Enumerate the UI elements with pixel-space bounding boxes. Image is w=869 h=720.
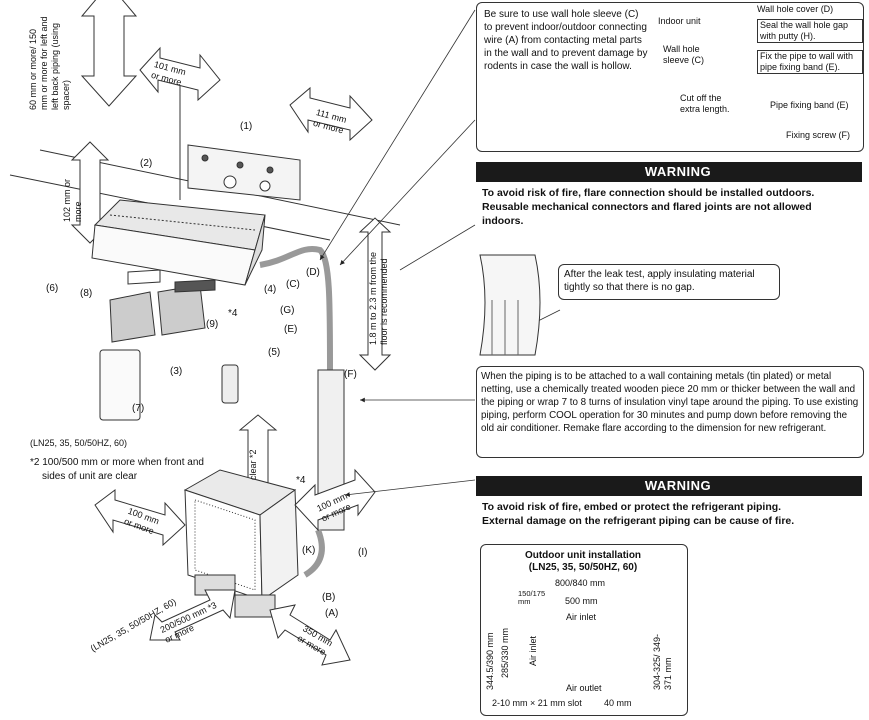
dim-arrow-60 — [80, 0, 138, 107]
right-dim: 304-325/ 349-371 mm — [652, 633, 673, 690]
part-label-9: (9) — [206, 319, 219, 330]
warning-1-line-1: To avoid risk of fire, flare connection … — [482, 187, 815, 199]
part-label-5: (5) — [268, 347, 281, 358]
seal-putty-label: Seal the wall hole gap with putty (H). — [757, 19, 863, 43]
part-9 — [174, 279, 216, 293]
air-outlet-label: Air outlet — [566, 683, 602, 693]
air-inlet-label: Air inlet — [566, 612, 597, 622]
dim-arrow-height — [358, 217, 392, 371]
left-dim-outer: 344.5/390 mm — [485, 632, 495, 690]
model-note: (LN25, 35, 50/50HZ, 60) — [30, 438, 128, 448]
dim-arrow-101 — [139, 46, 221, 102]
star2-note-line-1: *2 100/500 mm or more when front and — [30, 457, 204, 468]
dim-arrow-350 — [269, 604, 351, 666]
mounting-plate — [187, 144, 301, 201]
outdoor-install-model: (LN25, 35, 50/50HZ, 60) — [528, 562, 638, 573]
outdoor-install-box — [480, 544, 688, 716]
part-label-C: (C) — [286, 279, 300, 290]
part-label-D: (D) — [306, 267, 320, 278]
part-label-A: (A) — [325, 608, 339, 619]
warning-2-line-2: External damage on the refrigerant pipin… — [482, 515, 795, 527]
part-8 — [127, 269, 161, 285]
dim-arrow-200 — [149, 589, 236, 641]
fixing-screw-label: Fixing screw (F) — [786, 130, 851, 140]
outdoor-install-title: Outdoor unit installation — [524, 550, 642, 561]
slot-width-dim: 40 mm — [604, 698, 632, 708]
leak-test-box — [558, 264, 780, 300]
part-label-1: (1) — [240, 121, 253, 132]
dim-arrow-clear — [238, 414, 278, 491]
cut-off-label: Cut off the extra length. — [680, 93, 730, 114]
part-label-8: (8) — [80, 288, 93, 299]
air-inlet-side-label: Air inlet — [528, 635, 538, 666]
indoor-unit — [91, 199, 266, 286]
callout-lines — [319, 9, 561, 497]
slot-label: 2-10 mm × 21 mm slot — [492, 698, 582, 708]
sleeve-note: Be sure to use wall hole sleeve (C) to p… — [484, 9, 648, 72]
part-label-B: (B) — [322, 592, 336, 603]
filters — [109, 284, 206, 343]
warning-1-line-2: Reusable mechanical connectors and flare… — [482, 201, 812, 213]
warning-2-line-1: To avoid risk of fire, embed or protect … — [482, 501, 782, 513]
part-label-6: (6) — [46, 283, 59, 294]
wall-hole-sleeve-label: Wall hole sleeve (C) — [663, 44, 705, 65]
warning-1-title: WARNING — [644, 164, 712, 179]
part-label-4: (4) — [264, 284, 277, 295]
part-label-G: (G) — [280, 305, 295, 316]
part-label-E: (E) — [284, 324, 298, 335]
fix-pipe-label: Fix the pipe to wall with pipe fixing ba… — [757, 50, 863, 74]
indoor-unit-label: Indoor unit — [658, 16, 701, 26]
wall-hole-cover-label: Wall hole cover (D) — [757, 4, 834, 14]
part-label-F: (F) — [344, 369, 357, 380]
part-label-3: (3) — [170, 366, 183, 377]
dim-arrow-111 — [289, 86, 373, 142]
part-label-I: (I) — [358, 547, 368, 558]
warning-1-line-3: indoors. — [482, 215, 524, 227]
warning-1-body: To avoid risk of fire, flare connection … — [482, 186, 862, 228]
warning-2-header: WARNING — [476, 476, 862, 496]
part-label-2: (2) — [140, 158, 153, 169]
warning-2-title: WARNING — [644, 478, 712, 493]
pipe-fixing-band-label: Pipe fixing band (E) — [770, 100, 849, 110]
dim-height-label: 1.8 m to 2.3 m from the floor is recomme… — [368, 251, 389, 345]
part-label-K: (K) — [302, 545, 316, 556]
star4-label-b: *4 — [296, 475, 306, 486]
star4-label-a: *4 — [228, 308, 238, 319]
sleeve-note-box — [476, 2, 864, 152]
remote-control — [221, 364, 239, 404]
metal-wall-note: When the piping is to be attached to a w… — [481, 371, 859, 434]
part-label-7: (7) — [132, 403, 145, 414]
left-offset-dim: 150/175 mm — [518, 589, 546, 606]
dim-arrow-100-right — [294, 468, 376, 532]
warning-2-body: To avoid risk of fire, embed or protect … — [482, 500, 862, 528]
left-dim-inner: 285/330 mm — [500, 627, 510, 678]
warning-1-header: WARNING — [476, 162, 862, 182]
dim-102-label: 102 mm or more — [62, 178, 83, 222]
dim-60-label: 60 mm or more/ 150 mm or more for left a… — [28, 16, 71, 110]
slot-span-dim: 500 mm — [565, 596, 598, 606]
wall-section-illustration — [479, 254, 541, 356]
star2-note-line-2: sides of unit are clear — [42, 471, 138, 482]
clear2-label: clear *2 — [248, 449, 258, 480]
metal-wall-box — [476, 366, 864, 458]
outdoor-unit — [183, 469, 299, 601]
piping — [259, 246, 333, 371]
remote-holder — [99, 349, 141, 421]
dim-arrow-100-left — [94, 489, 186, 547]
width-dim: 800/840 mm — [555, 578, 606, 588]
leak-test-note: After the leak test, apply insulating ma… — [564, 269, 755, 293]
